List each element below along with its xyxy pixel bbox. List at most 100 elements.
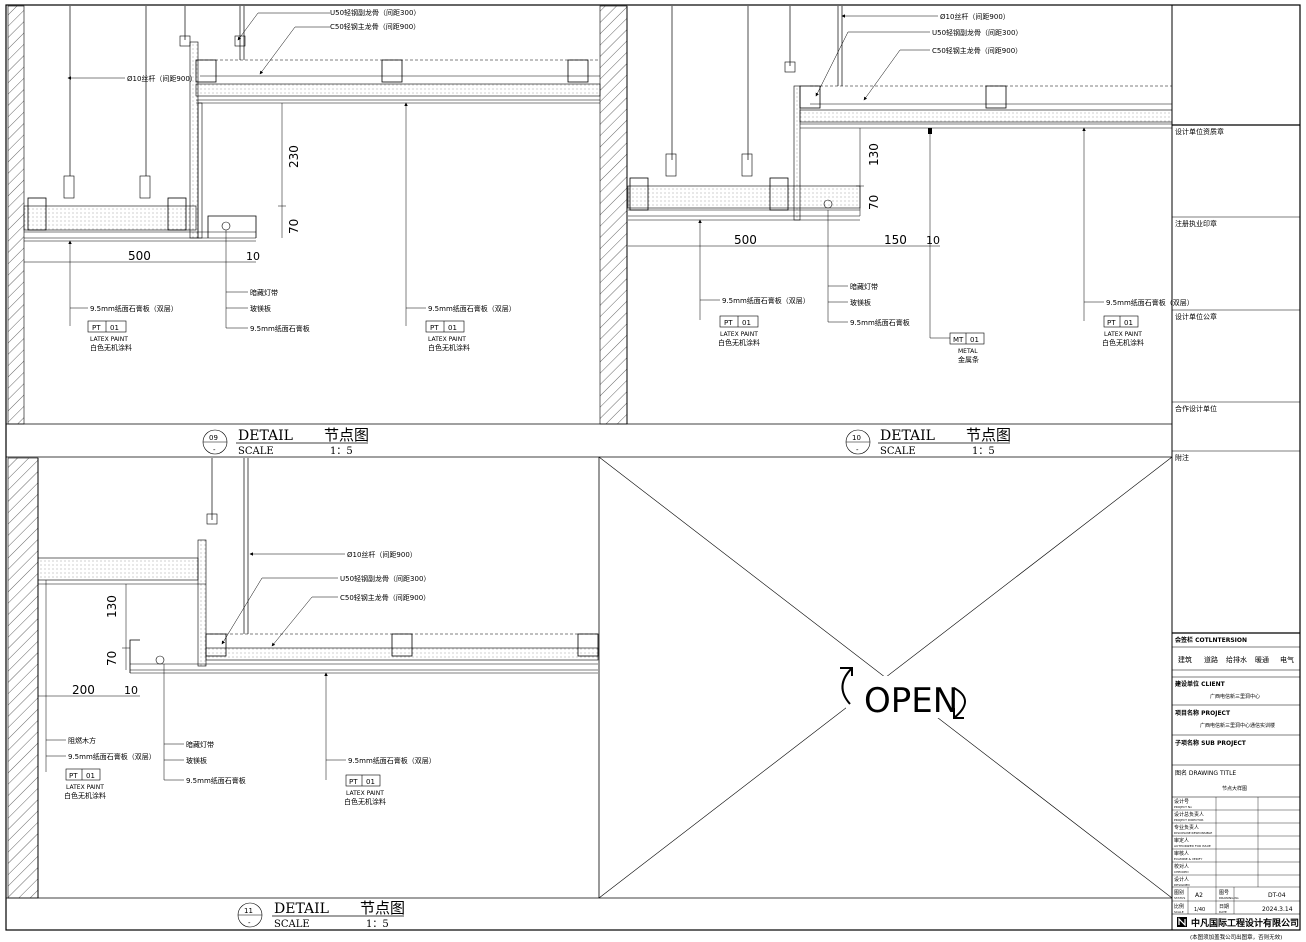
footer-note: (本图须加盖我公司出图章，否则无效) xyxy=(1190,933,1282,941)
label-led: 暗藏灯带 xyxy=(186,740,214,749)
label-gyp-left: 9.5mm纸面石膏板（双层） xyxy=(68,752,156,761)
svg-text:01: 01 xyxy=(1124,319,1133,327)
svg-text:建筑: 建筑 xyxy=(1178,655,1192,664)
svg-text:AUTHORIZED FOR ISSUE: AUTHORIZED FOR ISSUE xyxy=(1174,844,1211,848)
svg-text:SCALE: SCALE xyxy=(274,919,310,930)
dim-200: 200 xyxy=(72,683,95,697)
svg-text:设计号: 设计号 xyxy=(1174,798,1189,805)
detail-10-title: 10 - DETAIL 节点图 SCALE 1：5 xyxy=(845,426,1011,457)
svg-text:暖通: 暖通 xyxy=(1255,655,1269,664)
detail-10: 130 70 500 150 10 Ø10丝杆（间距900） U50轻钢副龙骨（… xyxy=(627,6,1194,457)
detail-09-title: 09 - DETAIL 节点图 SCALE 1：5 xyxy=(202,426,369,457)
svg-text:PROJECT No: PROJECT No xyxy=(1174,805,1192,809)
label-gyp-right: 9.5mm纸面石膏板（双层） xyxy=(1106,298,1194,307)
svg-text:白色无机涂料: 白色无机涂料 xyxy=(718,338,760,347)
label-gyp: 9.5mm纸面石膏板 xyxy=(186,776,246,785)
partner-label: 合作设计单位 xyxy=(1175,404,1217,413)
svg-text:PT: PT xyxy=(69,772,78,780)
scale-value: 1/40 xyxy=(1194,907,1205,913)
svg-text:SCALE: SCALE xyxy=(880,446,916,457)
status-value: A2 xyxy=(1195,892,1203,899)
svg-text:白色无机涂料: 白色无机涂料 xyxy=(428,343,470,352)
sheet-border xyxy=(5,4,1301,931)
svg-text:白色无机涂料: 白色无机涂料 xyxy=(1102,338,1144,347)
svg-text:设计总负责人: 设计总负责人 xyxy=(1174,811,1204,818)
svg-text:道路: 道路 xyxy=(1204,655,1218,664)
label-wood: 阻燃木方 xyxy=(68,736,96,745)
svg-text:LATEX PAINT: LATEX PAINT xyxy=(720,331,758,338)
svg-text:PT: PT xyxy=(92,324,101,332)
svg-text:LATEX PAINT: LATEX PAINT xyxy=(1104,331,1142,338)
svg-text:01: 01 xyxy=(110,324,119,332)
svg-text:01: 01 xyxy=(742,319,751,327)
dim-10: 10 xyxy=(926,234,940,247)
svg-text:DESIGNED: DESIGNED xyxy=(1174,883,1190,887)
label-gyp-right: 9.5mm纸面石膏板（双层） xyxy=(428,304,516,313)
svg-text:-: - xyxy=(213,446,216,454)
qualification-seal-label: 设计单位资质章 xyxy=(1175,127,1224,136)
svg-text:CHECKED: CHECKED xyxy=(1174,870,1189,874)
label-u50: U50轻钢副龙骨（间距300） xyxy=(330,8,420,17)
sub-project-label: 子项名称 SUB PROJECT xyxy=(1175,739,1247,747)
svg-text:给排水: 给排水 xyxy=(1226,655,1247,664)
label-rod: Ø10丝杆（间距900） xyxy=(127,74,197,83)
dim-10: 10 xyxy=(246,250,260,263)
svg-text:DRAWING No: DRAWING No xyxy=(1219,896,1239,900)
svg-text:审核人: 审核人 xyxy=(1174,850,1189,857)
curve-arrow-right-icon xyxy=(953,687,966,719)
label-gyp-right: 9.5mm纸面石膏板（双层） xyxy=(348,756,436,765)
label-glass: 玻镁板 xyxy=(186,756,207,765)
drawing-title-value: 节点大样图 xyxy=(1222,785,1247,792)
dim-130: 130 xyxy=(867,143,881,166)
svg-text:STATUS: STATUS xyxy=(1174,896,1185,900)
dim-230: 230 xyxy=(287,145,301,168)
client-label: 建设单位 CLIENT xyxy=(1175,680,1226,688)
svg-text:MT: MT xyxy=(953,336,964,344)
svg-text:DATE: DATE xyxy=(1219,910,1227,914)
registered-seal-label: 注册执业印章 xyxy=(1175,219,1217,228)
label-glass: 玻镁板 xyxy=(850,298,871,307)
dim-130: 130 xyxy=(105,595,119,618)
svg-text:DETAIL: DETAIL xyxy=(238,428,293,444)
svg-text:SCALE: SCALE xyxy=(238,446,274,457)
svg-text:01: 01 xyxy=(448,324,457,332)
dim-70: 70 xyxy=(867,195,881,210)
dim-70: 70 xyxy=(287,219,301,234)
company-logo-icon xyxy=(1177,917,1187,927)
dim-500: 500 xyxy=(128,249,151,263)
svg-text:节点图: 节点图 xyxy=(360,899,405,917)
svg-text:节点图: 节点图 xyxy=(966,426,1011,444)
svg-text:09: 09 xyxy=(209,434,218,442)
svg-text:PT: PT xyxy=(1107,319,1116,327)
svg-text:SCALE: SCALE xyxy=(1174,910,1184,914)
label-led: 暗藏灯带 xyxy=(850,282,878,291)
open-label: OPEN xyxy=(864,681,958,721)
project-value: 广西电信新三里洞中心通信实训楼 xyxy=(1200,722,1275,729)
label-gyp-left: 9.5mm纸面石膏板（双层） xyxy=(90,304,178,313)
detail-11: 130 70 200 10 Ø10丝杆（间距900） U50轻钢副龙骨（间距30… xyxy=(7,457,599,930)
svg-text:PROJECT DIRECTOR: PROJECT DIRECTOR xyxy=(1174,818,1203,822)
svg-text:DETAIL: DETAIL xyxy=(274,901,329,917)
notes-label: 附注 xyxy=(1175,453,1189,462)
svg-text:LATEX PAINT: LATEX PAINT xyxy=(346,790,384,797)
svg-text:01: 01 xyxy=(366,778,375,786)
svg-text:审定人: 审定人 xyxy=(1174,837,1189,844)
svg-text:日期: 日期 xyxy=(1219,904,1229,910)
label-rod: Ø10丝杆（间距900） xyxy=(940,12,1010,21)
svg-text:METAL: METAL xyxy=(958,348,978,355)
svg-text:EXAMINE & VERIFY: EXAMINE & VERIFY xyxy=(1174,857,1203,861)
drawing-title-label: 图名 DRAWING TITLE xyxy=(1175,769,1236,777)
svg-text:电气: 电气 xyxy=(1280,655,1294,664)
svg-text:设计人: 设计人 xyxy=(1174,876,1189,883)
dim-500: 500 xyxy=(734,233,757,247)
svg-text:LATEX PAINT: LATEX PAINT xyxy=(66,784,104,791)
project-label: 项目名称 PROJECT xyxy=(1175,709,1231,717)
svg-text:-: - xyxy=(248,919,251,927)
company-name: 中凡国际工程设计有限公司 xyxy=(1191,917,1299,929)
label-u50: U50轻钢副龙骨（间距300） xyxy=(932,28,1022,37)
detail-09: 230 70 500 10 U50轻钢副龙骨（间距300） C50轻钢主龙骨（间… xyxy=(7,5,628,457)
label-c50: C50轻钢主龙骨（间距900） xyxy=(340,593,430,602)
svg-text:PT: PT xyxy=(430,324,439,332)
svg-text:11: 11 xyxy=(244,907,253,915)
